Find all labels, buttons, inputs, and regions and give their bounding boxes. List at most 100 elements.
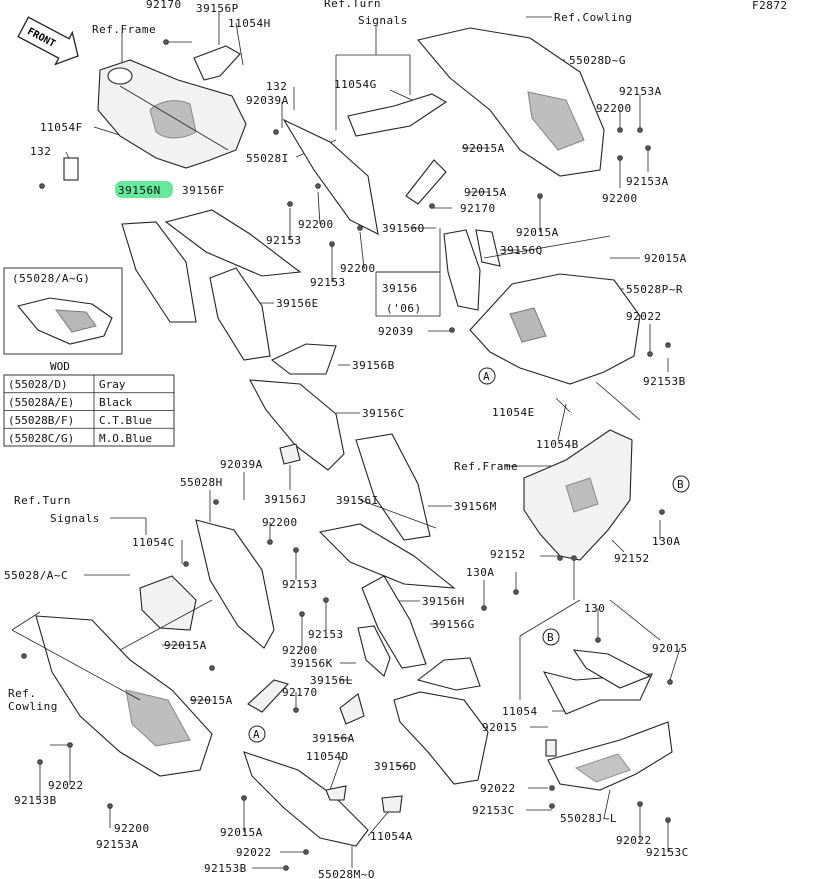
callout-label: 11054F xyxy=(40,121,83,134)
callout-label: 92153 xyxy=(282,578,318,591)
callout-label: 92153C xyxy=(472,804,515,817)
part-39156L xyxy=(247,679,290,713)
part-55028H xyxy=(195,519,275,649)
wod-row-code: (55028/D) xyxy=(8,378,68,391)
callout-label: 92039A xyxy=(220,458,263,471)
callout-label: 92022 xyxy=(236,846,272,859)
callout-label: 39156G xyxy=(432,618,475,631)
callout-label: 92015 xyxy=(652,642,688,655)
part-ref-frame-right-holes xyxy=(565,477,599,513)
callout-label: ('06) xyxy=(386,302,422,315)
callout-label: 39156B xyxy=(352,359,395,372)
callout-label: 132 xyxy=(266,80,287,93)
callout-label: 55028J~L xyxy=(560,812,617,825)
callout-label: 11054H xyxy=(228,17,271,30)
callout-label: 92170 xyxy=(460,202,496,215)
wod-row-color: C.T.Blue xyxy=(99,414,152,427)
marker-B-right: B xyxy=(672,475,690,493)
inset-55028A-G: (55028/A~G) xyxy=(3,267,123,355)
callout-label: 11054B xyxy=(536,438,579,451)
callout-label: 92153 xyxy=(310,276,346,289)
wod-row-code: (55028C/G) xyxy=(8,432,74,445)
callout-label: 92200 xyxy=(340,262,376,275)
callout-label: 92170 xyxy=(282,686,318,699)
callout-label: Signals xyxy=(358,14,408,27)
svg-text:A: A xyxy=(253,728,260,741)
callout-label: 11054E xyxy=(492,406,535,419)
part-11054A xyxy=(381,795,403,813)
callout-label: 39156P xyxy=(196,2,239,15)
callout-label: 39156F xyxy=(182,184,225,197)
marker-A-top: A xyxy=(478,367,496,385)
callout-label: 55028H xyxy=(180,476,223,489)
callout-label: Cowling xyxy=(8,700,58,713)
callout-label: 11054 xyxy=(502,705,538,718)
part-39156N xyxy=(121,221,197,323)
marker-B-lower: B xyxy=(542,628,560,646)
callout-label: 92022 xyxy=(480,782,516,795)
callout-label: 55028I xyxy=(246,152,289,165)
callout-label: 92039A xyxy=(246,94,289,107)
part-55028M-O xyxy=(243,751,369,847)
part-55028P-R xyxy=(469,273,641,385)
callout-label: 92015A xyxy=(464,186,507,199)
wod-row-code: (55028B/F) xyxy=(8,414,74,427)
callout-label: 92153 xyxy=(266,234,302,247)
callout-label: 92015A xyxy=(220,826,263,839)
callout-label: Signals xyxy=(50,512,100,525)
callout-label: 92153B xyxy=(643,375,686,388)
callout-label: 55028/A~C xyxy=(4,569,68,582)
callout-label: 132 xyxy=(30,145,51,158)
part-39156 xyxy=(443,229,481,311)
callout-label: 92022 xyxy=(626,310,662,323)
callout-labels: 92170 39156P 11054H Ref.Frame Ref.Turn S… xyxy=(4,0,688,879)
marker-A-lower: A xyxy=(248,725,266,743)
part-39156G xyxy=(416,657,481,691)
part-55028J-L-inner xyxy=(574,753,631,783)
part-39156A xyxy=(339,693,365,725)
part-39156E xyxy=(209,267,271,361)
callout-label: 92153B xyxy=(14,794,57,807)
callout-label: 39156K xyxy=(290,657,333,670)
callout-label: 92200 xyxy=(298,218,334,231)
callout-label: 92153B xyxy=(204,862,247,875)
callout-label: 130 xyxy=(584,602,605,615)
callout-label: 92015A xyxy=(190,694,233,707)
callout-label: 92039 xyxy=(378,325,414,338)
part-55028I xyxy=(282,118,379,235)
part-39156K xyxy=(357,625,391,677)
callout-label: 92022 xyxy=(48,779,84,792)
wod-table: WOD (55028/D) Gray (55028A/E) Black (550… xyxy=(3,360,175,447)
callout-label: 92015A xyxy=(644,252,687,265)
front-arrow-icon: FRONT xyxy=(17,16,79,66)
part-ref-frame-top xyxy=(97,59,247,169)
callout-label: 11054C xyxy=(132,536,175,549)
svg-text:A: A xyxy=(483,370,490,383)
callout-label: 11054D xyxy=(306,750,349,763)
part-55028J-L xyxy=(547,721,673,791)
callout-label: 55028D~G xyxy=(569,54,626,67)
box-39156-group xyxy=(375,271,441,317)
callout-label: 55028M~O xyxy=(318,868,375,879)
callout-label: 39156N xyxy=(118,184,161,197)
callout-label: 39156J xyxy=(264,493,307,506)
callout-label: Ref.Turn xyxy=(324,0,381,10)
svg-text:(55028/A~G): (55028/A~G) xyxy=(12,272,90,285)
callout-label: 92153A xyxy=(619,85,662,98)
part-39156B xyxy=(270,343,337,375)
callout-label: 55028P~R xyxy=(626,283,683,296)
callout-label: 39156H xyxy=(422,595,465,608)
part-55028D-G-inner xyxy=(527,91,585,151)
part-11054C xyxy=(139,575,197,631)
part-130-bracket xyxy=(572,649,652,689)
callout-label: 92152 xyxy=(614,552,650,565)
wod-row-color: Gray xyxy=(99,378,126,391)
part-39156C xyxy=(249,379,345,471)
callout-label: Ref.Frame xyxy=(92,23,156,36)
callout-label: 39156E xyxy=(276,297,319,310)
callout-label: 39156 xyxy=(382,282,418,295)
part-39156Q xyxy=(475,229,501,267)
callout-label: 39156I xyxy=(336,494,379,507)
callout-label: 39156C xyxy=(362,407,405,420)
callout-label: 92200 xyxy=(262,516,298,529)
